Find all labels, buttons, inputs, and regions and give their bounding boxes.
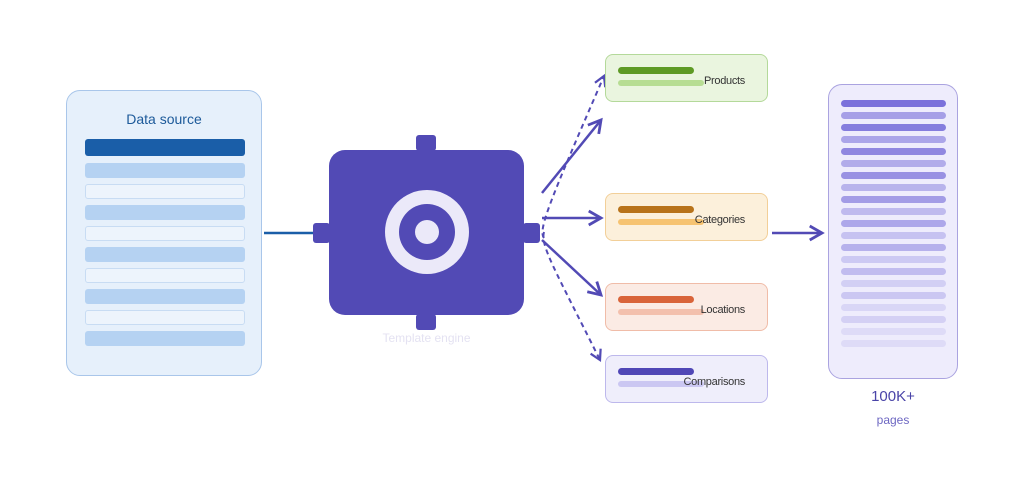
pages-unit: pages — [876, 413, 910, 427]
source-row — [85, 184, 245, 199]
data-source-title: Data source — [126, 111, 202, 127]
page-row — [841, 328, 946, 335]
arrow-products-dashed — [541, 73, 607, 239]
source-row — [85, 331, 245, 346]
source-row — [85, 310, 245, 325]
page-row — [841, 184, 946, 191]
card-bar-secondary — [618, 381, 704, 387]
card-bar-primary — [618, 296, 694, 303]
page-row — [841, 160, 946, 167]
engine-nub-right — [523, 223, 540, 243]
page-row — [841, 136, 946, 143]
output-card-products: Products — [605, 54, 768, 102]
pages-count: 100K+ — [871, 388, 915, 405]
page-row — [841, 304, 946, 311]
template-engine-block — [313, 135, 540, 330]
card-label: Categories — [694, 214, 746, 226]
card-label: Comparisons — [683, 376, 745, 388]
card-bar-secondary — [618, 309, 704, 315]
page-row — [841, 268, 946, 275]
output-card-locations: Locations — [605, 283, 768, 331]
page-row — [841, 232, 946, 239]
engine-nub-top — [416, 135, 436, 151]
page-row — [841, 292, 946, 299]
page-row — [841, 244, 946, 251]
source-row — [85, 163, 245, 178]
page-row — [841, 340, 946, 347]
engine-nub-left — [313, 223, 330, 243]
source-row — [85, 268, 245, 283]
card-label: Locations — [700, 304, 746, 316]
target-icon — [385, 190, 469, 274]
page-row — [841, 280, 946, 287]
arrow-products-solid — [541, 117, 603, 194]
card-label: Products — [703, 75, 745, 87]
card-bar-primary — [618, 67, 694, 74]
source-row — [85, 247, 245, 262]
source-row — [85, 289, 245, 304]
page-row — [841, 100, 946, 107]
card-bar-secondary — [618, 219, 704, 225]
template-engine-label: Template engine — [382, 331, 471, 345]
page-row — [841, 196, 946, 203]
output-card-categories: Categories — [605, 193, 768, 241]
source-row — [85, 205, 245, 220]
data-source-panel: Data source — [66, 90, 262, 376]
generated-pages-panel — [828, 84, 958, 379]
arrow-comparisons-dashed — [542, 231, 602, 363]
card-bar-secondary — [618, 80, 704, 86]
arrow-locations — [541, 239, 604, 297]
page-row — [841, 124, 946, 131]
card-bar-primary — [618, 206, 694, 213]
card-bar-primary — [618, 368, 694, 375]
page-row — [841, 112, 946, 119]
page-row — [841, 148, 946, 155]
page-row — [841, 220, 946, 227]
source-header-row — [85, 139, 245, 156]
page-row — [841, 256, 946, 263]
output-card-comparisons: Comparisons — [605, 355, 768, 403]
source-row — [85, 226, 245, 241]
page-row — [841, 208, 946, 215]
page-row — [841, 172, 946, 179]
page-row — [841, 316, 946, 323]
engine-nub-bottom — [416, 314, 436, 330]
